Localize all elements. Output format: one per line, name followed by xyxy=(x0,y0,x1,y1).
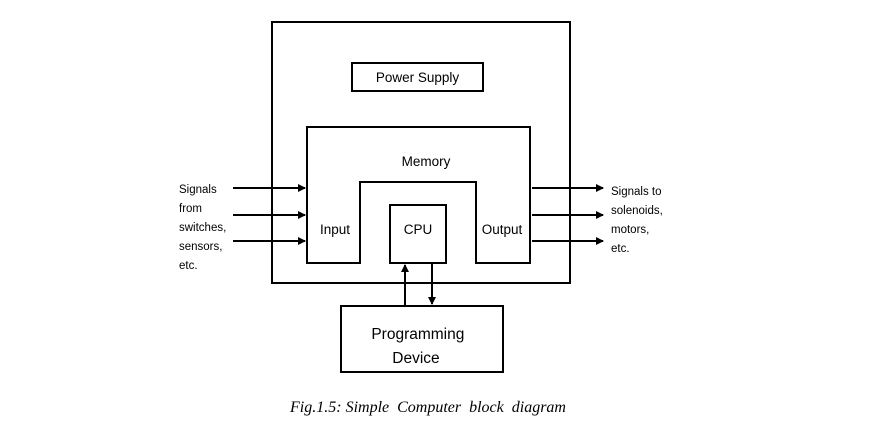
memory-label: Memory xyxy=(402,154,451,169)
power-supply-box xyxy=(351,62,484,92)
input-signals-label: Signals from switches, sensors, etc. xyxy=(179,184,230,272)
output-signals-label: Signals to solenoids, motors, etc. xyxy=(611,186,666,255)
programming-device-line-2: Device xyxy=(392,350,439,367)
output-label: Output xyxy=(482,222,523,237)
input-signals-line-4: sensors, xyxy=(179,241,222,253)
programming-device-label: Programming Device xyxy=(371,326,468,367)
figure-caption: Fig.1.5: Simple Computer block diagram xyxy=(289,399,566,416)
output-signals-line-1: Signals to xyxy=(611,186,662,198)
outer-enclosure-box xyxy=(271,21,571,284)
output-signals-line-3: motors, xyxy=(611,224,649,236)
input-signals-line-5: etc. xyxy=(179,260,198,272)
programming-device-box xyxy=(340,305,504,373)
programming-device-line-1: Programming xyxy=(371,326,464,343)
cpu-box xyxy=(389,204,447,264)
output-signals-line-4: etc. xyxy=(611,243,630,255)
power-supply-label: Power Supply xyxy=(376,70,460,85)
input-signals-line-3: switches, xyxy=(179,222,226,234)
output-signals-line-2: solenoids, xyxy=(611,205,663,217)
memory-io-block xyxy=(306,126,531,264)
input-label: Input xyxy=(320,222,350,237)
input-signals-line-2: from xyxy=(179,203,202,215)
cpu-label: CPU xyxy=(404,222,433,237)
input-signals-line-1: Signals xyxy=(179,184,217,196)
